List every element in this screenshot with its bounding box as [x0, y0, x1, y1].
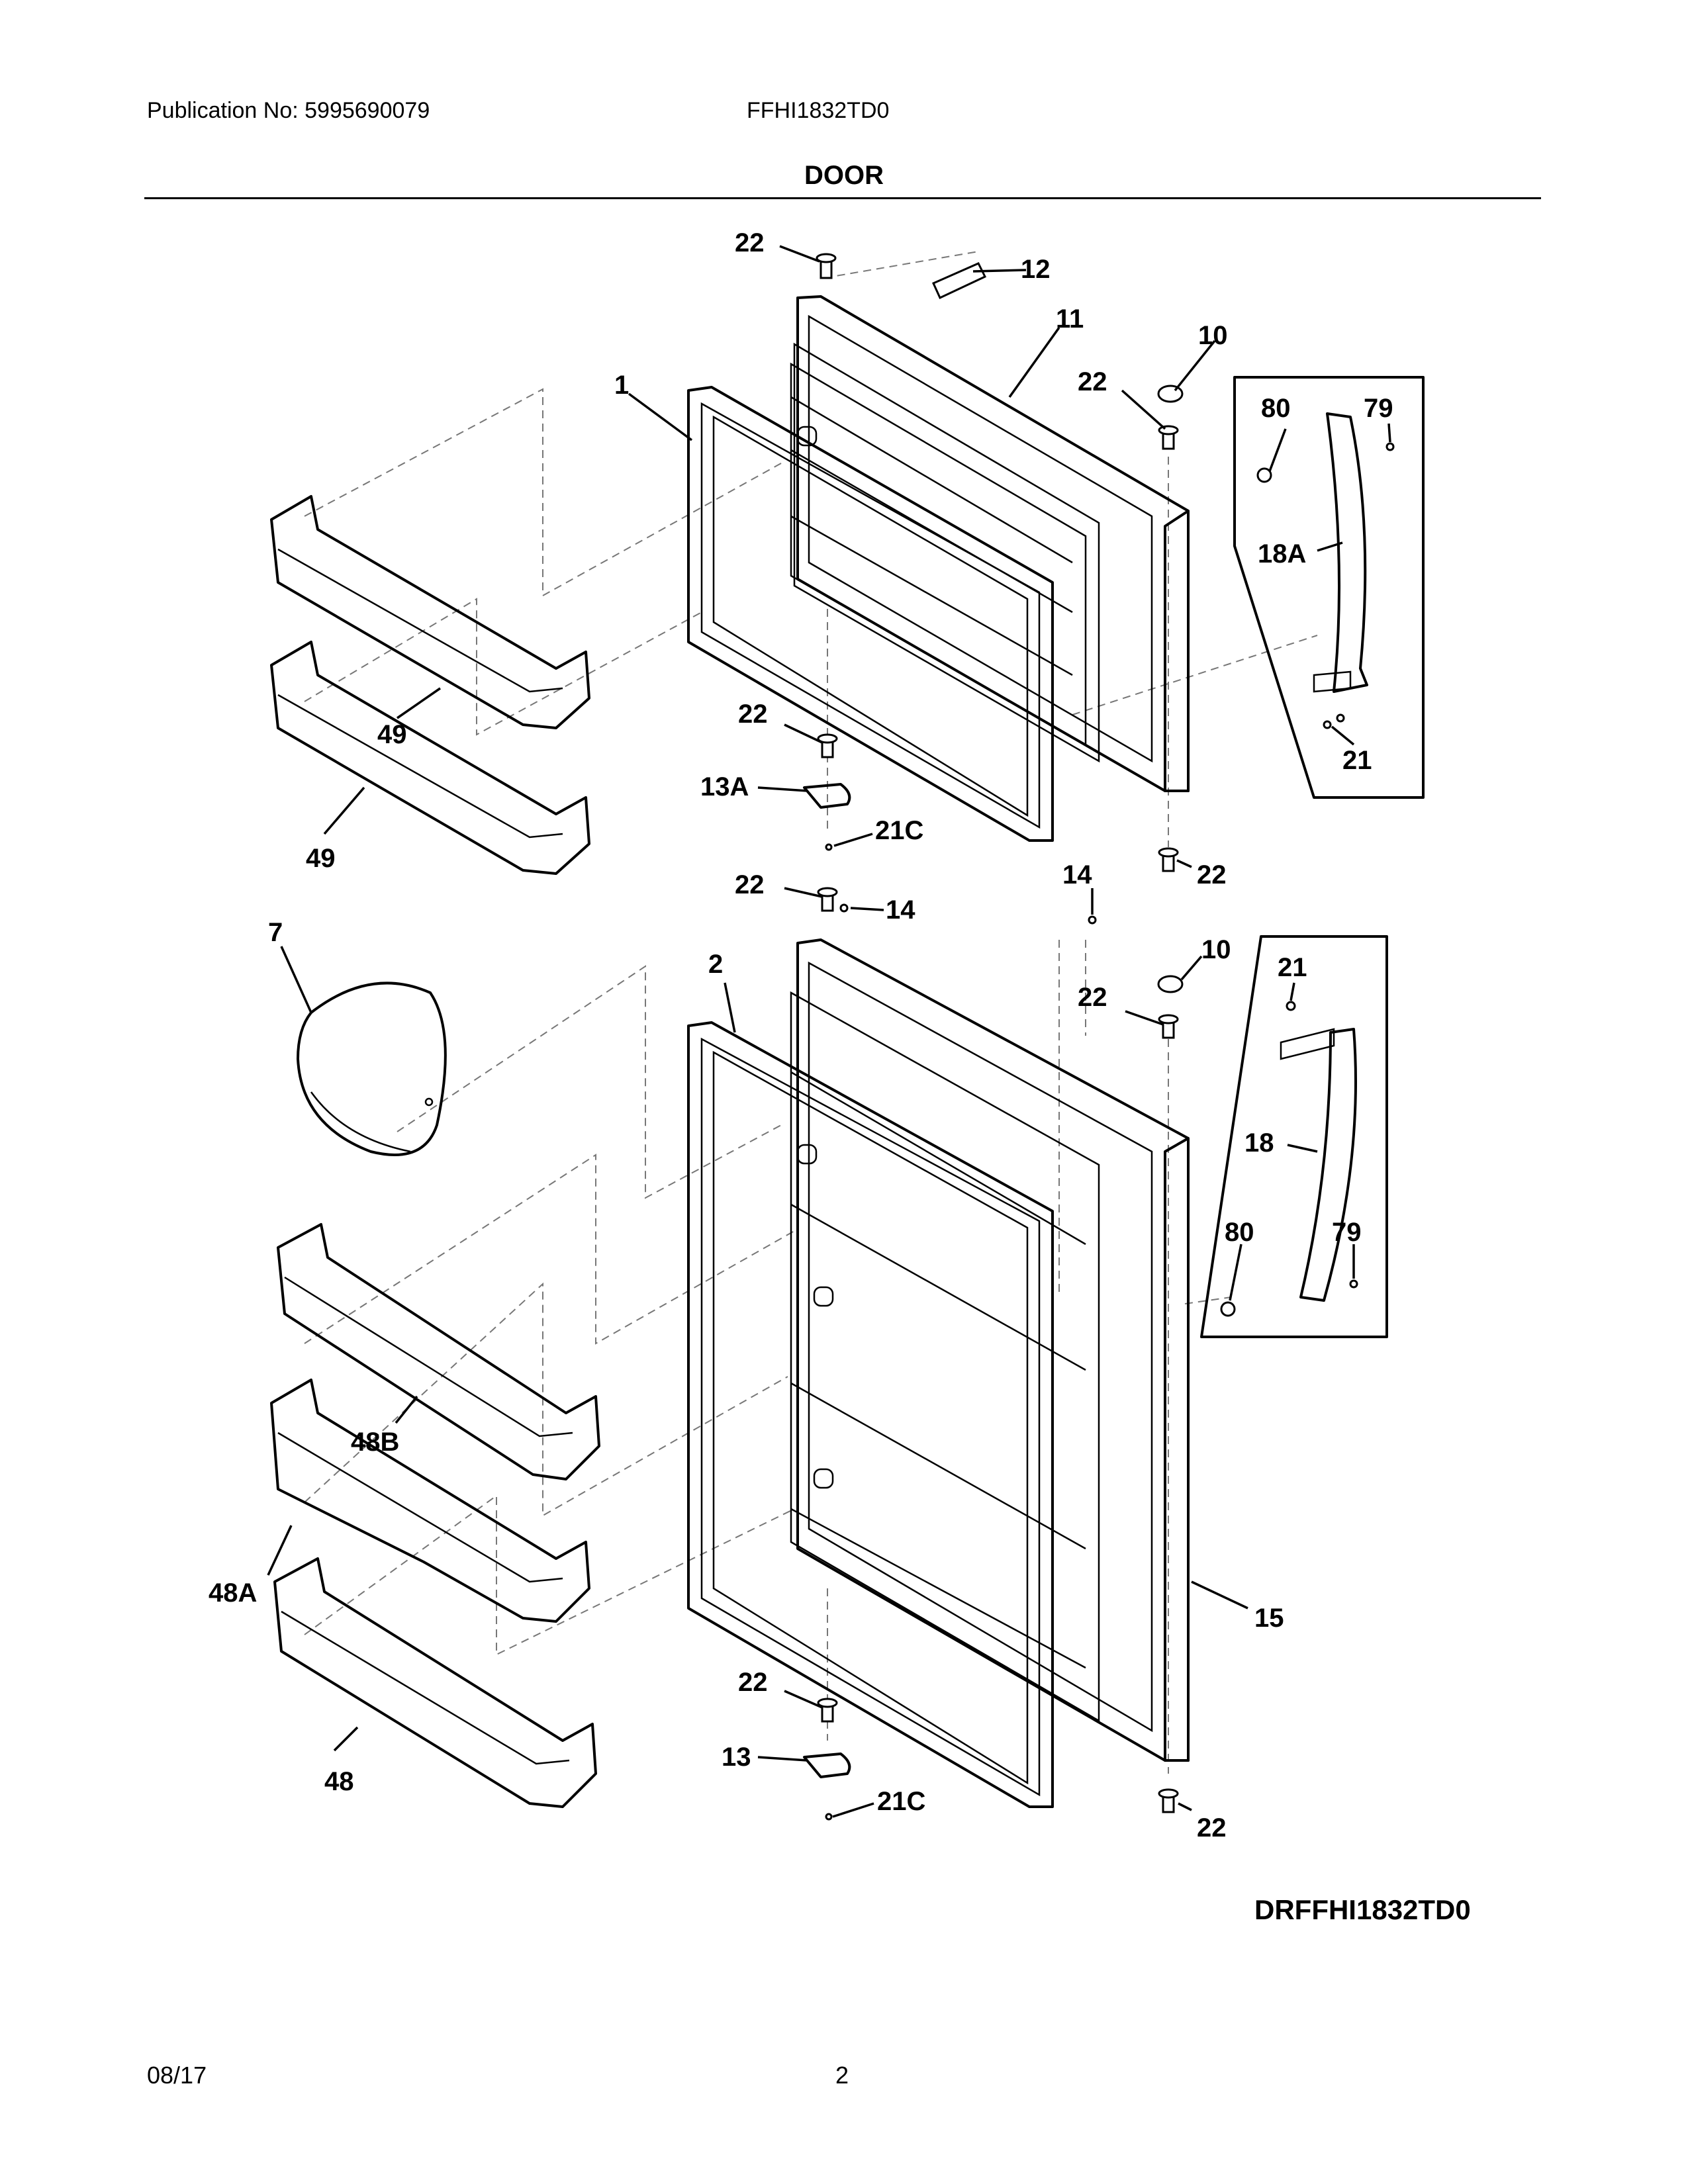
callout-10: 10 — [1201, 935, 1231, 964]
callout-80: 80 — [1225, 1218, 1254, 1247]
callout-21: 21 — [1278, 953, 1307, 982]
section-title: DOOR — [804, 161, 884, 190]
callout-22: 22 — [1078, 983, 1107, 1012]
callout-13A: 13A — [700, 772, 749, 801]
callout-22: 22 — [735, 870, 765, 899]
leader-lines — [267, 245, 1391, 1818]
fresh-food-door-15 — [790, 938, 1190, 1762]
callout-11: 11 — [1056, 304, 1084, 334]
callout-79: 79 — [1364, 394, 1393, 423]
publication-number: Publication No: 5995690079 — [147, 98, 430, 123]
callout-49: 49 — [306, 844, 336, 873]
handle-kit-box-lower — [1200, 935, 1388, 1338]
model-number: FFHI1832TD0 — [747, 98, 890, 123]
callout-48B: 48B — [351, 1428, 399, 1457]
callout-13: 13 — [722, 1743, 751, 1772]
callout-14: 14 — [886, 895, 915, 925]
freezer-door-11 — [790, 295, 1190, 792]
callout-21C: 21C — [875, 816, 923, 845]
callout-22: 22 — [738, 700, 768, 729]
callout-labels: 22 12 11 10 22 1 80 79 18A 21 49 49 22 1… — [209, 228, 1393, 1843]
callout-18: 18 — [1244, 1128, 1274, 1158]
callout-80: 80 — [1261, 394, 1291, 423]
callout-12: 12 — [1021, 255, 1051, 284]
header-rule — [144, 197, 1541, 199]
callout-15: 15 — [1254, 1604, 1284, 1633]
door-bin-49-lower — [270, 641, 590, 875]
callout-48: 48 — [324, 1767, 354, 1796]
footer-date: 08/17 — [147, 2062, 207, 2089]
callout-10: 10 — [1198, 321, 1228, 350]
page-number: 2 — [835, 2062, 849, 2089]
callout-48A: 48A — [209, 1578, 257, 1608]
alignment-lines — [304, 251, 1318, 1774]
callout-22: 22 — [1197, 860, 1227, 889]
callout-22: 22 — [1197, 1813, 1227, 1843]
callout-22: 22 — [1078, 367, 1107, 396]
callout-49: 49 — [377, 720, 407, 749]
callout-18A: 18A — [1258, 539, 1306, 569]
callout-2: 2 — [708, 950, 723, 979]
callout-21: 21 — [1342, 746, 1372, 775]
door-bin-48 — [273, 1557, 597, 1808]
door-bin-49-upper — [270, 495, 590, 729]
callout-22: 22 — [735, 228, 765, 257]
callout-7: 7 — [268, 918, 283, 947]
freezer-door-gasket-1 — [687, 386, 1054, 842]
hardware — [803, 253, 1184, 1821]
callout-14: 14 — [1062, 860, 1092, 889]
diagram-code: DRFFHI1832TD0 — [1254, 1894, 1471, 1925]
callout-1: 1 — [614, 371, 629, 400]
door-bin-48B — [277, 1223, 600, 1480]
door-bin-48A — [270, 1379, 590, 1623]
callout-22: 22 — [738, 1668, 768, 1697]
handle-kit-box-upper — [1233, 376, 1425, 799]
callout-21C: 21C — [877, 1787, 925, 1816]
fresh-food-door-gasket-2 — [687, 1021, 1054, 1808]
callout-79: 79 — [1332, 1218, 1362, 1247]
dairy-cover-7 — [297, 981, 447, 1156]
